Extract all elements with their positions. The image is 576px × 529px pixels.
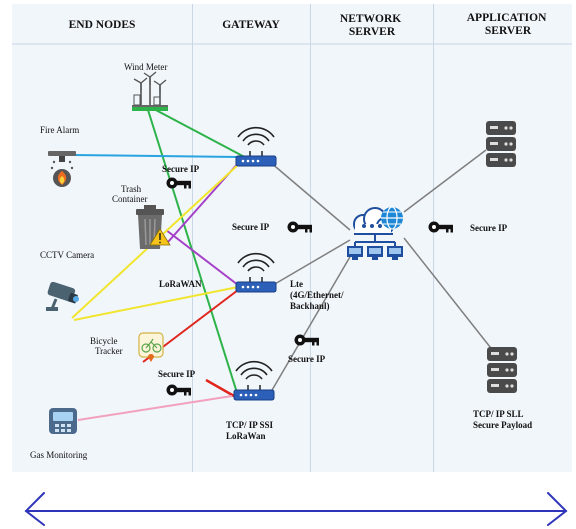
bicycle-tracker-label: Bicycle Tracker [90,336,123,356]
tcp-ip-ssi-label: TCP/ IP SSI LoRaWan [226,420,275,441]
link-fire-gw1 [71,154,239,158]
header-end-nodes: END NODES [69,19,136,31]
link-ns-app2 [403,237,495,353]
link-trash-gw2 [165,229,239,286]
application-server-2-icon [487,347,517,393]
link-wind-gw1 [151,107,257,164]
secure-ip-label: Secure IP [288,354,326,364]
link-gas-gw3 [77,395,233,421]
link-gw1-ns [269,161,351,231]
header-network-server: NETWORK SERVER [340,13,404,38]
fire-alarm-icon [48,151,76,187]
tcp-ip-sll-label: TCP/ IP SLL Secure Payload [473,409,532,430]
network-server-panel [311,4,433,472]
secure-ip-label: Secure IP [158,369,196,379]
lorawan-label: LoRaWAN [159,279,202,289]
lte-label: Lte (4G/Ethernet/ Backhaul) [290,279,346,311]
gas-monitoring-label: Gas Monitoring [30,450,88,460]
link-gw2-ns [267,239,351,289]
gateway-panel [193,4,310,472]
trash-container-label: Trash Container [112,184,148,204]
link-ns-app1 [403,149,487,213]
link-cctv-gw2 [73,286,239,321]
application-server-panel [434,4,572,472]
secure-ip-label: Secure IP [162,164,200,174]
link-red-gw3 [205,378,235,398]
connection-lines [71,107,495,421]
cctv-camera-label: CCTV Camera [40,250,94,260]
network-server-cloud-icon [347,206,403,260]
header-application-server: APPLICATION SERVER [467,12,550,37]
fire-alarm-label: Fire Alarm [40,125,79,135]
link-gw3-ns [267,249,355,398]
wind-meter-icon [132,71,168,111]
link-wind-gw3 [147,109,239,397]
secure-ip-label: Secure IP [232,222,270,232]
wind-meter-label: Wind Meter [124,62,167,72]
double-arrow-icon [24,492,568,526]
application-server-1-icon [486,121,516,167]
header-gateway: GATEWAY [222,19,280,31]
gas-monitoring-icon [49,408,77,434]
bicycle-tracker-icon [138,332,164,362]
trash-container-icon [136,205,171,249]
cctv-camera-icon [46,281,79,311]
secure-ip-label: Secure IP [470,223,508,233]
